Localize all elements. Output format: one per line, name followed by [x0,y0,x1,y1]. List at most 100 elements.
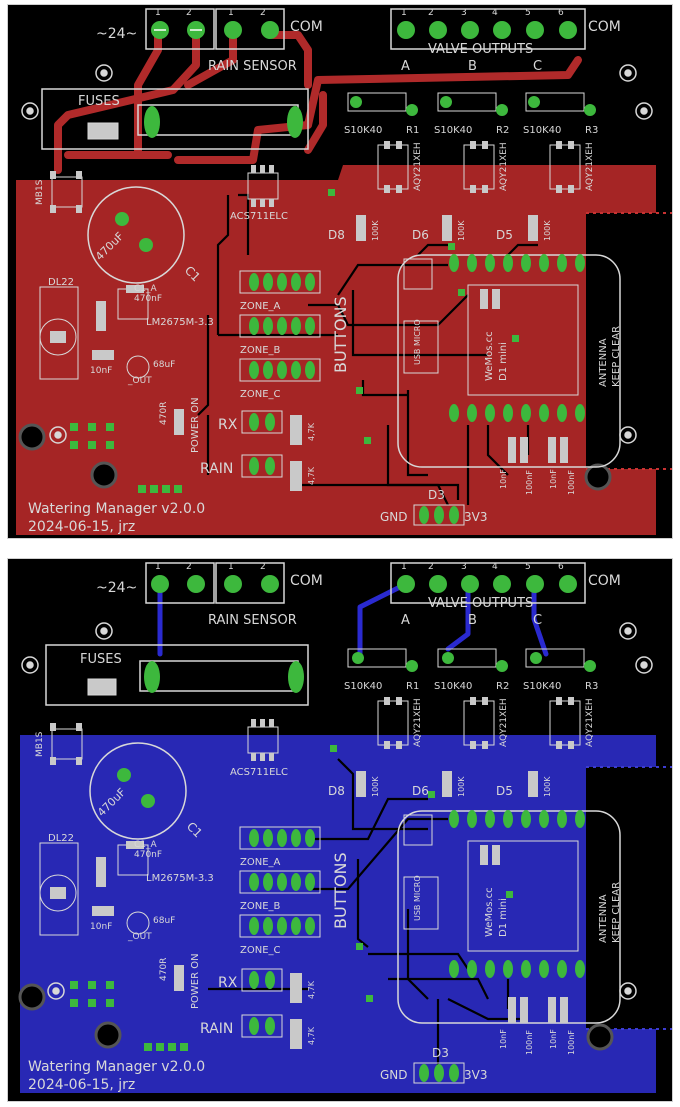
zone-headers [239,826,321,938]
label-aqy3: AQY21XEH [585,142,595,191]
label-10nf: 10nF [90,366,112,376]
label-b: B [468,59,477,74]
terminal-rain-sensor [215,8,285,50]
label-d5: D5 [496,784,513,798]
label-fuses: FUSES [78,94,120,109]
mounting-holes [21,622,653,1000]
d3-header [413,1062,465,1084]
label-470nf: 470nF [134,294,162,304]
terminal-number: 2 [186,562,192,572]
label-zone-b: ZONE_B [240,901,281,912]
terminal-number: 2 [428,562,434,572]
label-10nf-1: 10nF [499,1029,508,1049]
label-d3: D3 [428,488,445,502]
label-com-left: COM [290,19,323,35]
label-r3: R3 [585,125,598,136]
label-rain: RAIN [200,1021,233,1037]
label-aqy2: AQY21XEH [499,698,509,747]
label-100nf-2: 100nF [567,1030,576,1055]
label-d1: D1 mini [498,342,509,381]
label-r3: R3 [585,681,598,692]
current-sensor [247,719,279,761]
terminal-rain-sensor [215,562,285,604]
pulldown-resistors [356,215,538,241]
diode-dl22 [39,842,79,936]
label-lm2675: LM2675M-3.3 [146,317,214,328]
label-68uf: 68uF [153,916,175,926]
label-10nf-1: 10nF [499,469,508,489]
bottom-layer-board: 1 2 1 2 1 2 3 4 5 6 ~24~ COM RAIN SENSOR… [18,562,672,1093]
label-c: C [533,59,542,74]
board-title: Watering Manager v2.0.0 [28,1059,205,1075]
top-power-traces [54,31,582,174]
label-rain: RAIN [200,461,233,477]
label-mb1: MB1S [35,179,45,205]
label-d1: D1 mini [498,898,509,937]
label-3v3: 3V3 [464,1068,487,1082]
label-100k-2: 100K [457,776,466,797]
label-gnd: GND [380,510,408,524]
label-gnd: GND [380,1068,408,1082]
test-pads [70,423,182,493]
label-dl22: DL22 [48,277,74,288]
terminal-number: 1 [228,8,234,18]
label-100k-3: 100K [543,776,552,797]
label-valve-outputs: VALVE OUTPUTS [428,596,533,611]
label-d8: D8 [328,784,345,798]
terminal-number: 3 [461,562,467,572]
current-sensor [247,165,279,207]
board-title: Watering Manager v2.0.0 [28,501,205,517]
label-zone-a: ZONE_A [240,857,281,868]
label-r2: R2 [496,681,509,692]
led-power [174,409,184,435]
label-100nf-2: 100nF [567,470,576,495]
vias [328,189,519,444]
label-10nf-2: 10nF [549,1029,558,1049]
label-r1: R1 [406,125,419,136]
label-3v3: 3V3 [464,510,487,524]
rx-rain-headers [241,410,302,491]
board-date: 2024-06-15, jrz [28,1077,135,1093]
regulator-cluster [92,285,150,379]
label-d6: D6 [412,228,429,242]
mount-hole-large [18,423,46,451]
terminal-number: 4 [492,8,498,18]
mount-hole-large [584,463,612,491]
label-100k-3: 100K [543,220,552,241]
terminal-number: 6 [558,8,564,18]
varistor-row [347,648,596,672]
top-signal-traces [197,193,538,506]
top-layer-board: 1 2 1 2 1 2 3 4 5 6 ~24~ COM RAIN SENSOR… [16,8,672,535]
label-10nf: 10nF [90,922,112,932]
label-47k-2: 4,7K [307,466,316,485]
label-rx: RX [218,975,238,991]
label-470r: 470R [159,402,169,425]
label-100k-1: 100K [371,776,380,797]
label-fuses: FUSES [80,652,122,667]
label-rx: RX [218,417,238,433]
label-470r: 470R [159,958,169,981]
terminal-number: 1 [401,562,407,572]
fuse-holder [41,88,309,150]
bridge-rectifier [50,723,83,765]
terminal-number: 4 [492,562,498,572]
label-47k-1: 4,7K [307,980,316,999]
terminal-valve-outputs [390,562,586,604]
label-10nf-2: 10nF [549,469,558,489]
mount-hole-large [90,461,118,489]
ssr-row [377,697,581,749]
label-68uf: 68uF [153,360,175,370]
d3-header [413,504,465,526]
mount-hole-large [586,1023,614,1051]
label-out: _OUT [127,932,152,942]
label-acs: ACS711ELC [230,767,288,778]
label-zone-b: ZONE_B [240,345,281,356]
label-power-in: ~24~ [96,580,137,596]
label-s10k40-2: S10K40 [434,125,472,136]
regulator-cluster [92,841,150,935]
label-valve-outputs: VALVE OUTPUTS [428,42,533,57]
label-s10k40-3: S10K40 [523,125,561,136]
label-s10k40-1: S10K40 [344,125,382,136]
label-aqy3: AQY21XEH [585,698,595,747]
label-wemos: WeMos.cc [484,331,495,381]
